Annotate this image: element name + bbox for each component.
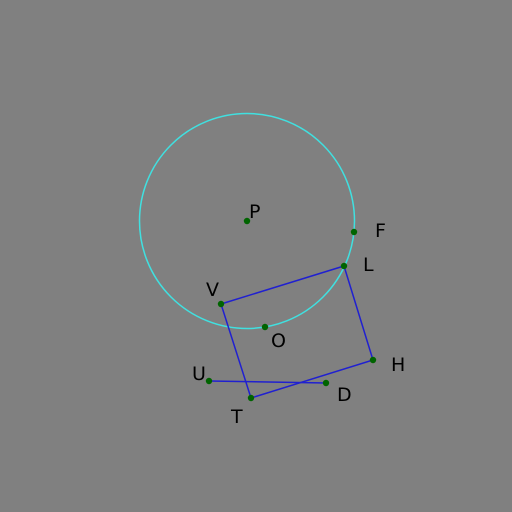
- label-u: U: [192, 363, 206, 385]
- point-v: [217, 300, 225, 308]
- segment-ud: [208, 380, 327, 384]
- label-t: T: [230, 406, 243, 428]
- label-d: D: [337, 384, 352, 406]
- label-l: L: [363, 254, 374, 276]
- point-l: [340, 262, 348, 270]
- point-h: [369, 356, 377, 364]
- labels-layer: P FL V O H U D T: [192, 201, 405, 428]
- point-d: [322, 379, 330, 387]
- points-layer: [205, 217, 377, 402]
- point-f: [350, 228, 358, 236]
- label-v: V: [206, 279, 219, 301]
- point-u: [205, 377, 213, 385]
- point-o: [261, 323, 269, 331]
- label-f: F: [375, 220, 386, 242]
- circle-centered-p: [138, 112, 356, 330]
- label-h: H: [391, 354, 405, 376]
- point-t: [247, 394, 255, 402]
- label-o: O: [271, 330, 286, 352]
- point-p: [243, 217, 251, 225]
- label-p: P: [249, 201, 260, 223]
